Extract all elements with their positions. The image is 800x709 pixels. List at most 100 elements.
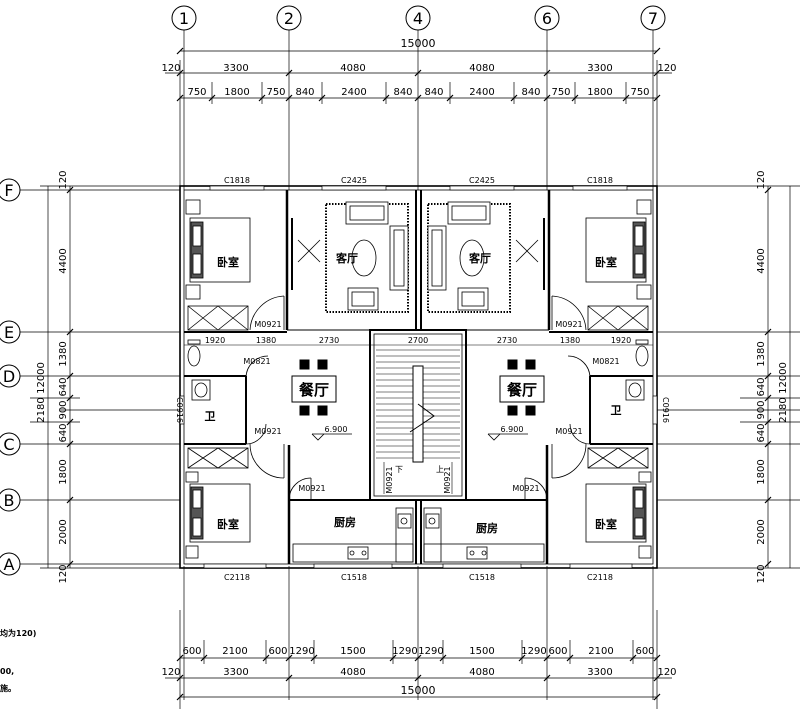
window-label: C2118 xyxy=(224,573,250,582)
dim-bottom-bay: 3300 xyxy=(223,667,248,678)
door-label: M0921 xyxy=(254,320,281,329)
stair-treads xyxy=(376,349,460,494)
side-dim-ticks xyxy=(66,186,772,568)
dim-top-bay: 4080 xyxy=(469,63,494,74)
dim-bottom-opening: 2100 xyxy=(222,646,247,657)
dim-bottom-opening: 1290 xyxy=(521,646,546,657)
door-label: M0921 xyxy=(555,427,582,436)
dim-top-opening: 750 xyxy=(266,87,285,98)
axis-label-e: E xyxy=(4,323,14,342)
note-line: 00, xyxy=(0,667,14,676)
dim-left-row: 900 xyxy=(58,400,69,419)
axis-label-4: 4 xyxy=(413,9,423,28)
dim-bottom-opening: 1500 xyxy=(340,646,365,657)
dim-top-opening: 840 xyxy=(521,87,540,98)
bed-top-right xyxy=(551,199,652,331)
door-label: M0821 xyxy=(592,357,619,366)
dim-left-row: 2000 xyxy=(58,519,69,544)
axis-label-1: 1 xyxy=(179,9,189,28)
dim-top-opening: 1800 xyxy=(587,87,612,98)
dim-left-row: 1380 xyxy=(58,341,69,366)
dim-top-opening: 2400 xyxy=(469,87,494,98)
bed-bottom-left xyxy=(185,443,285,559)
axis-label-f: F xyxy=(4,181,13,200)
room-label-bedroom: 卧室 xyxy=(595,255,617,269)
dim-top-opening: 840 xyxy=(393,87,412,98)
axis-label-d: D xyxy=(3,367,15,386)
dim-top-bay: 3300 xyxy=(223,63,248,74)
window-label: C0916 xyxy=(175,397,184,423)
door-label: M0921 xyxy=(298,484,325,493)
room-label-living: 客厅 xyxy=(335,251,358,265)
inner-dim: 2730 xyxy=(497,336,517,345)
dim-bottom-total: 15000 xyxy=(401,684,436,697)
axis-label-c: C xyxy=(3,435,14,454)
stair-up-mark: 上 xyxy=(436,465,444,474)
dim-bottom-bay: 120 xyxy=(161,667,180,678)
dim-bottom-bay: 4080 xyxy=(469,667,494,678)
room-label-dining: 餐厅 xyxy=(507,381,537,399)
inner-dim: 2700 xyxy=(408,336,428,345)
dim-top-opening: 750 xyxy=(630,87,649,98)
dim-top-bay: 120 xyxy=(657,63,676,74)
walls xyxy=(179,185,658,569)
dim-bottom-bay: 3300 xyxy=(587,667,612,678)
side-dimension-lines xyxy=(30,185,800,569)
axis-grid-lines xyxy=(20,30,800,700)
dim-top-opening: 2400 xyxy=(341,87,366,98)
note-line: 均为120) xyxy=(0,628,36,638)
window-label: C1818 xyxy=(224,176,250,185)
dim-bottom-opening: 600 xyxy=(548,646,567,657)
room-label-kitchen: 厨房 xyxy=(334,515,356,529)
level-label: 6.900 xyxy=(501,425,524,434)
column-axis-markers xyxy=(171,5,666,31)
axis-label-b: B xyxy=(4,491,15,510)
dim-bottom-opening: 600 xyxy=(268,646,287,657)
dim-right-row: 1800 xyxy=(756,459,767,484)
door-label: M0921 xyxy=(555,320,582,329)
dining-table-right xyxy=(499,359,545,416)
level-marks xyxy=(311,433,528,441)
bathroom-fixtures xyxy=(187,339,649,445)
dim-right-row: 120 xyxy=(756,170,767,189)
axis-label-2: 2 xyxy=(284,9,294,28)
inner-dim: 1380 xyxy=(256,336,276,345)
inner-dim: 2730 xyxy=(319,336,339,345)
stair-down-mark: 下 xyxy=(395,465,403,474)
dim-bottom-bay: 120 xyxy=(657,667,676,678)
window-label: C1518 xyxy=(469,573,495,582)
bed-bottom-right xyxy=(551,443,652,559)
door-label: M0921 xyxy=(254,427,281,436)
row-axis-markers xyxy=(0,178,21,576)
room-label-kitchen: 厨房 xyxy=(476,521,498,535)
door-label: M0921 xyxy=(443,466,452,493)
dim-right-sub: 2180 xyxy=(778,397,789,422)
dim-bottom-opening: 600 xyxy=(635,646,654,657)
dim-right-row: 1380 xyxy=(756,341,767,366)
dim-left-sub: 2180 xyxy=(36,397,47,422)
window-label: C1518 xyxy=(341,573,367,582)
dim-bottom-opening: 600 xyxy=(182,646,201,657)
dim-top-bay: 120 xyxy=(161,63,180,74)
window-label: C0916 xyxy=(661,397,670,423)
inner-dim: 1920 xyxy=(205,336,225,345)
dim-right-row: 120 xyxy=(756,564,767,583)
dim-right-row: 640 xyxy=(756,423,767,442)
dim-left-row: 4400 xyxy=(58,248,69,273)
dining-table-left xyxy=(291,359,337,416)
dim-right-row: 2000 xyxy=(756,519,767,544)
dim-bottom-opening: 1290 xyxy=(392,646,417,657)
dim-bottom-opening: 1290 xyxy=(418,646,443,657)
window-label: C2425 xyxy=(341,176,367,185)
bottom-dim-ticks xyxy=(176,654,661,701)
dim-right-row: 640 xyxy=(756,377,767,396)
note-line: 施。 xyxy=(0,683,16,693)
room-label-bedroom: 卧室 xyxy=(217,255,239,269)
dim-left-row: 640 xyxy=(58,423,69,442)
door-label: M0821 xyxy=(243,357,270,366)
window-label: C2118 xyxy=(587,573,613,582)
dim-top-opening: 840 xyxy=(424,87,443,98)
room-label-bath: 卫 xyxy=(205,410,216,423)
